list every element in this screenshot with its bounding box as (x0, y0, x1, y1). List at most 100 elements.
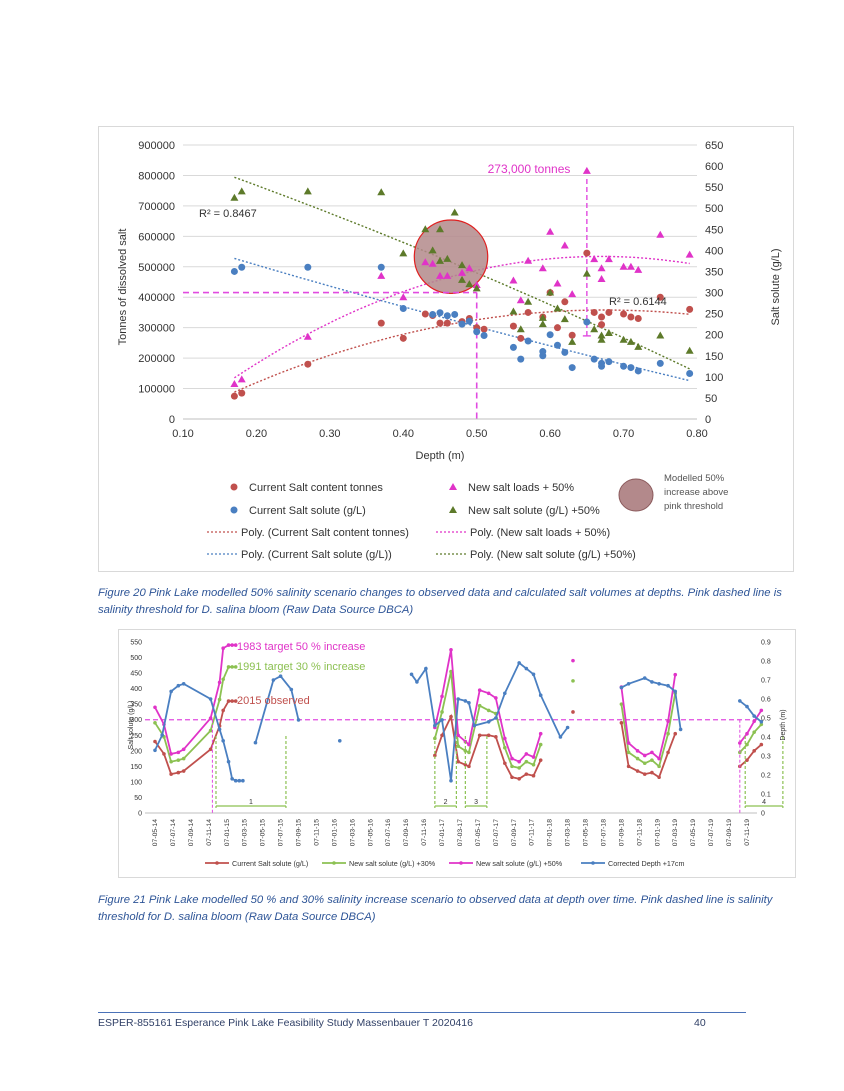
point-new-salt-loads (421, 258, 430, 266)
tonnes-annotation: 273,000 tonnes (488, 162, 571, 176)
line-plus30-salt-solute-point (233, 665, 238, 669)
line-plus50-salt-solute (154, 644, 236, 755)
y-tick-label: 800000 (138, 170, 175, 182)
line-corrected-depth-point (524, 666, 529, 671)
line-corrected-depth-point (278, 674, 283, 678)
line-corrected-depth-point (467, 701, 471, 705)
point-new-salt-loads (538, 264, 547, 272)
point-current-salt-content (634, 315, 642, 323)
point-new-salt-solute (553, 304, 562, 312)
point-new-salt-loads (597, 264, 606, 272)
line-corrected-depth-point (738, 699, 742, 703)
line-current-salt-solute-point (531, 773, 536, 778)
x-tick-label: 07-03-15 (242, 819, 249, 846)
line-plus50-salt-solute-point (230, 643, 234, 647)
line-current-salt-solute-point (494, 735, 498, 739)
legend-label-current: Current Salt solute (g/L) (232, 859, 308, 868)
footer-divider (98, 1012, 746, 1013)
line-plus30-salt-solute-point (517, 766, 521, 770)
line-corrected-depth-point (678, 727, 683, 732)
point-current-salt-content (656, 293, 664, 301)
legend-marker-current-salt-solute (230, 506, 238, 514)
legend-label-new-salt-solute: New salt solute (g/L) +50% (468, 505, 600, 517)
line-plus50-salt-solute-point (571, 658, 575, 663)
line-current-salt-solute-point (181, 769, 186, 773)
line-plus50-salt-solute-point (510, 756, 514, 761)
line-plus30-salt-solute-point (524, 759, 529, 764)
line-corrected-depth-point (221, 739, 225, 743)
line-corrected-depth-point (538, 693, 543, 697)
line-plus30-salt-solute-point (635, 756, 640, 761)
y-tick-label: 450 (130, 671, 142, 678)
point-current-salt-solute (539, 348, 547, 356)
line-plus50-salt-solute-point (440, 694, 444, 699)
point-new-salt-solute (524, 297, 533, 305)
point-current-salt-solute (620, 362, 628, 370)
point-current-salt-solute (429, 310, 437, 318)
point-new-salt-solute (237, 187, 246, 195)
point-current-salt-solute (473, 328, 481, 336)
point-new-salt-solute (399, 249, 408, 257)
period-label: 2 (444, 799, 448, 806)
point-current-salt-solute (561, 348, 569, 356)
point-new-salt-solute (590, 325, 599, 333)
line-plus50-salt-solute-point (449, 647, 453, 652)
series-lines (153, 643, 764, 783)
point-current-salt-solute (443, 312, 451, 320)
point-new-salt-solute (538, 320, 547, 328)
line-plus30-salt-solute-point (752, 730, 756, 734)
line-current-salt-solute-point (230, 699, 234, 703)
line-plus50-salt-solute-point (503, 736, 507, 741)
point-current-salt-content (605, 308, 613, 316)
point-new-salt-loads (582, 166, 591, 174)
line-corrected-depth-point (217, 727, 222, 732)
legend-label-plus50: New salt solute (g/L) +50% (476, 859, 563, 868)
y-tick-label: 200000 (138, 353, 175, 365)
y-tick-label: 0 (169, 414, 175, 426)
trend-new-salt-loads (234, 255, 690, 379)
line-plus50-salt-solute-point (217, 680, 222, 685)
line-current-salt-solute-point (477, 733, 482, 738)
line-current-salt-solute-point (619, 721, 624, 725)
point-current-salt-solute (524, 337, 532, 345)
line-plus50-salt-solute-point (745, 731, 749, 736)
line-plus30-salt-solute-point (169, 759, 173, 764)
y-tick-label: 200 (130, 748, 142, 755)
line-current-salt-solute-point (486, 733, 491, 738)
y-tick-label: 300 (130, 717, 142, 724)
legend: Current Salt content tonnes New salt loa… (207, 473, 728, 561)
point-current-salt-content (517, 334, 525, 342)
line-current-salt-solute-point (524, 772, 529, 776)
point-current-salt-content (480, 325, 488, 333)
footer-document-title: ESPER-855161 Esperance Pink Lake Feasibi… (98, 1017, 473, 1029)
point-new-salt-loads (428, 259, 437, 267)
x-tick-label: 07-03-16 (349, 819, 356, 846)
x-tick-label: 07-01-15 (224, 819, 231, 846)
line-current-salt-solute-point (673, 731, 678, 736)
point-current-salt-content (627, 313, 635, 321)
line-plus50-salt-solute-point (486, 691, 491, 696)
legend-dot-plus30 (332, 861, 336, 865)
point-new-salt-solute (656, 331, 665, 339)
y-tick-label: 150 (130, 764, 142, 771)
x-tick-label: 0.50 (466, 428, 487, 440)
x-tick-label: 07-07-14 (170, 819, 177, 846)
point-current-salt-solute (553, 341, 561, 349)
point-current-salt-solute (377, 263, 385, 271)
point-new-salt-loads (230, 379, 239, 387)
y-tick-label: 0 (138, 811, 142, 818)
line-plus30-salt-solute-point (181, 756, 186, 761)
x-tick-label: 07-01-16 (331, 819, 338, 846)
line-current-salt-solute-point (449, 714, 453, 719)
line-current-salt-solute-point (221, 708, 225, 713)
x-tick-label: 07-05-17 (475, 819, 482, 846)
point-current-salt-content (443, 319, 451, 327)
line-current-salt-solute-point (440, 733, 444, 738)
point-new-salt-loads (634, 265, 643, 273)
y2-tick-label: 550 (705, 182, 723, 194)
line-current-salt-solute-point (510, 775, 514, 780)
point-current-salt-solute (686, 369, 694, 377)
x-tick-label: 07-07-15 (278, 819, 285, 846)
point-current-salt-content (620, 310, 628, 318)
point-new-salt-loads (604, 255, 613, 263)
